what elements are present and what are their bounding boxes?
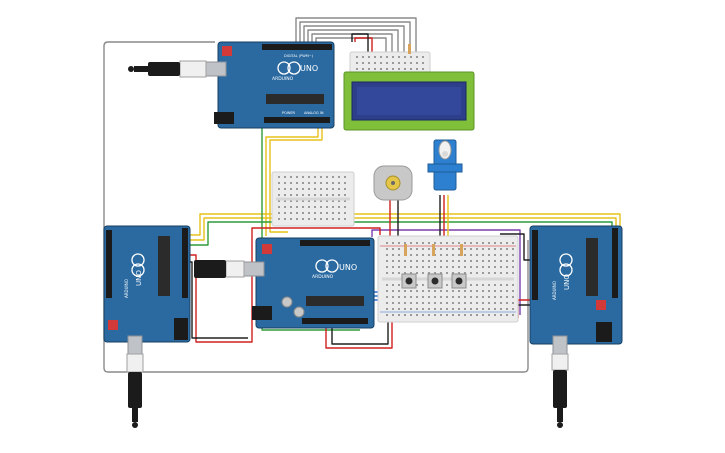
wire-top-black <box>351 33 369 56</box>
pushbutton-1[interactable] <box>401 273 417 289</box>
board-label-brand-left: ARDUINO <box>124 279 129 298</box>
breadboard-top <box>349 51 431 75</box>
usb-cable-center <box>194 260 265 278</box>
wire-purple <box>371 229 521 315</box>
board-label-brand-center: ARDUINO <box>312 274 334 280</box>
wire-black-2 <box>331 322 389 345</box>
pushbutton-2[interactable] <box>427 273 443 289</box>
board-label-digital: DIGITAL (PWM~) <box>284 54 314 58</box>
wire-red-2 <box>325 322 393 349</box>
arduino-uno-top: UNO ARDUINO DIGITAL (PWM~) POWER ANALOG … <box>214 41 335 129</box>
pushbuttons[interactable] <box>401 273 467 289</box>
arduino-uno-center: UNO ARDUINO <box>252 237 375 329</box>
board-label-power: POWER <box>282 111 296 115</box>
wire-yellow-1 <box>269 127 323 233</box>
wire-yellow-2 <box>265 127 319 236</box>
wire-green-2 <box>261 127 360 331</box>
board-label-uno-right: UNO <box>563 274 571 290</box>
usb-cable-top <box>128 60 227 78</box>
wire-yellow-3 <box>188 213 621 236</box>
breadboard-right <box>377 235 519 323</box>
arduino-uno-left: UNO ARDUINO <box>103 225 191 343</box>
wire-lcd-1 <box>299 21 411 55</box>
arduino-uno-right: UNO ARDUINO <box>529 225 623 345</box>
usb-cable-left <box>126 335 144 428</box>
board-label-uno-left: UNO <box>135 270 143 286</box>
lcd-16x2 <box>343 71 475 131</box>
wire-black-1 <box>190 261 248 339</box>
wire-gray-frame <box>103 41 529 373</box>
wire-lcd-3 <box>307 29 399 55</box>
wire-lcd-5 <box>315 37 387 55</box>
wire-yellow-4 <box>188 217 617 241</box>
board-label-analog: ANALOG IN <box>304 111 324 115</box>
pushbutton-3[interactable] <box>451 273 467 289</box>
dc-motor <box>373 165 413 201</box>
resistors <box>404 44 463 256</box>
wire-right-black <box>500 233 532 261</box>
wire-lcd-6 <box>295 17 417 55</box>
micro-servo <box>427 139 463 191</box>
board-label-brand: ARDUINO <box>272 76 294 82</box>
breadboard-middle <box>271 171 355 227</box>
board-label-brand-right: ARDUINO <box>552 281 557 300</box>
wire-top-red <box>354 37 373 56</box>
wire-red-1 <box>190 227 381 343</box>
usb-cable-right <box>551 335 569 428</box>
board-label-uno: UNO <box>300 64 318 73</box>
board-label-uno-center: UNO <box>339 263 357 272</box>
wire-lcd-2 <box>303 25 405 55</box>
